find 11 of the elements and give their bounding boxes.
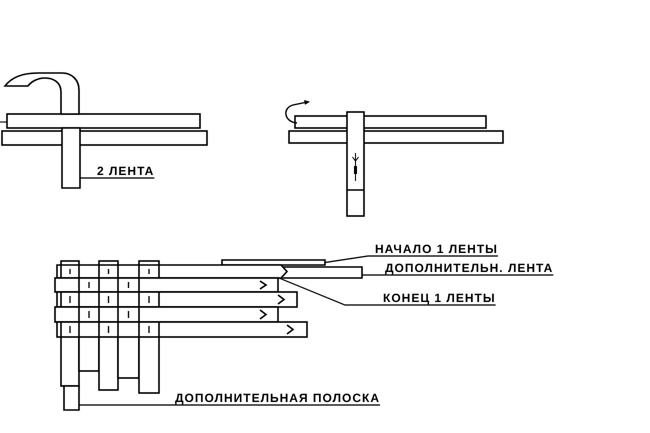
leader-line	[324, 255, 498, 264]
leader-line	[79, 404, 380, 406]
leader-line	[278, 277, 496, 306]
callout-label: ДОПОЛНИТЕЛЬН. ЛЕНТА	[385, 262, 554, 275]
tape-strip	[4, 72, 81, 189]
callout-label: ДОПОЛНИТЕЛЬНАЯ ПОЛОСКА	[175, 392, 380, 405]
callout-label: 2 ЛЕНТА	[97, 165, 154, 178]
leader-line	[80, 177, 154, 179]
callout-label: КОНЕЦ 1 ЛЕНТЫ	[383, 292, 496, 305]
leader-line	[362, 274, 554, 276]
callout-label: НАЧАЛО 1 ЛЕНТЫ	[375, 243, 498, 256]
